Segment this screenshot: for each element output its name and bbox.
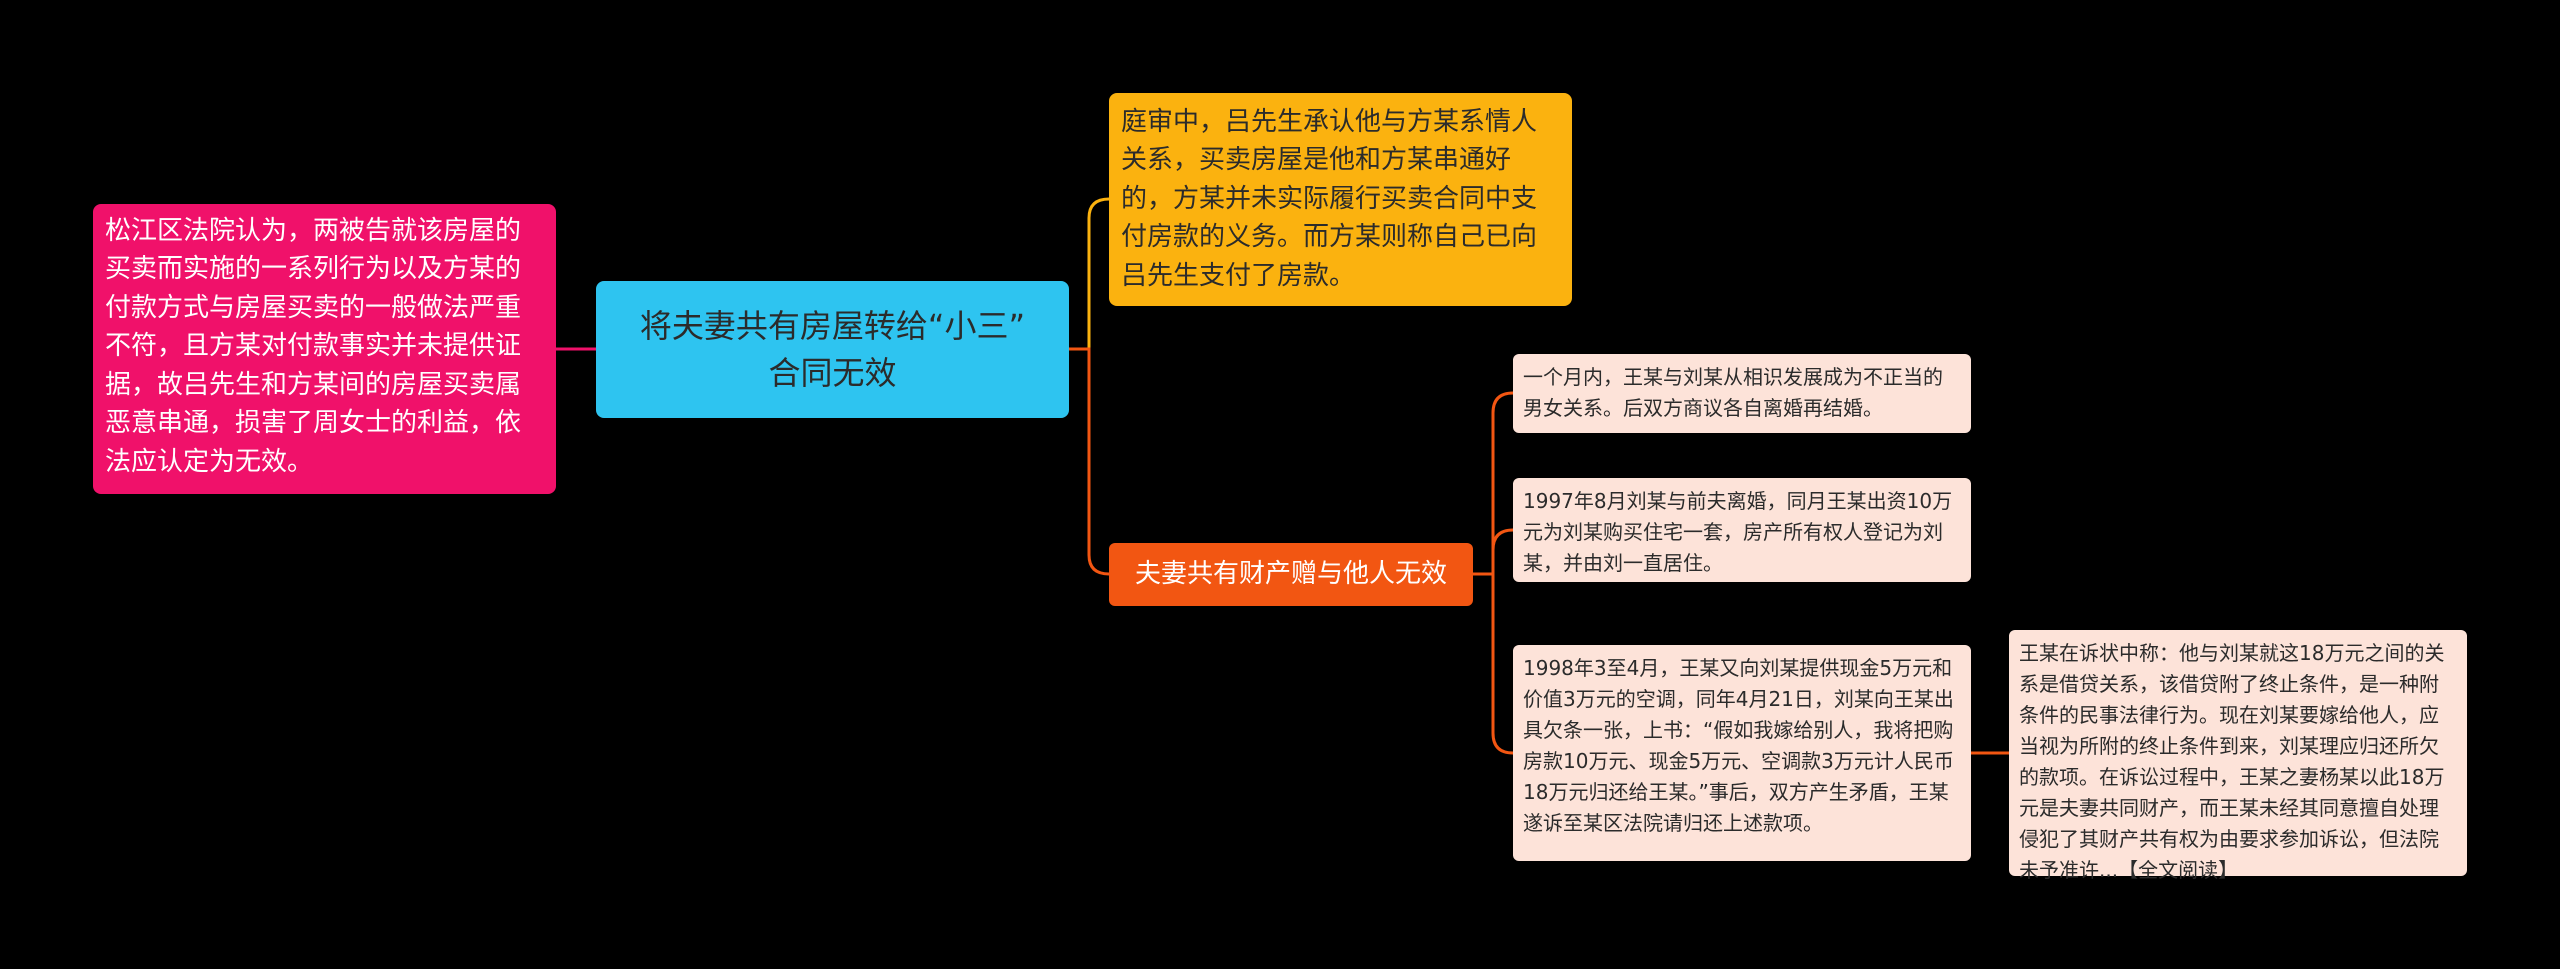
subtopic-text: 一个月内，王某与刘某从相识发展成为不正当的男女关系。后双方商议各自离婚再结婚。: [1523, 365, 1943, 420]
root-topic[interactable]: 将夫妻共有房屋转给“小三” 合同无效: [596, 281, 1069, 418]
topic-joint-property-gift[interactable]: 夫妻共有财产赠与他人无效: [1109, 543, 1473, 606]
left-topic-court-ruling[interactable]: 松江区法院认为，两被告就该房屋的买卖而实施的一系列行为以及方某的付款方式与房屋买…: [93, 204, 556, 494]
root-topic-title: 将夫妻共有房屋转给“小三” 合同无效: [639, 307, 1026, 392]
subtopic-iou-lawsuit[interactable]: 1998年3至4月，王某又向刘某提供现金5万元和价值3万元的空调，同年4月21日…: [1513, 645, 1971, 861]
topic-joint-property-gift-label: 夫妻共有财产赠与他人无效: [1134, 559, 1447, 589]
subtopic-relationship[interactable]: 一个月内，王某与刘某从相识发展成为不正当的男女关系。后双方商议各自离婚再结婚。: [1513, 354, 1971, 433]
subtopic-text: 1998年3至4月，王某又向刘某提供现金5万元和价值3万元的空调，同年4月21日…: [1523, 656, 1954, 835]
left-topic-text: 松江区法院认为，两被告就该房屋的买卖而实施的一系列行为以及方某的付款方式与房屋买…: [105, 216, 522, 477]
subtopic-text: 王某在诉状中称：他与刘某就这18万元之间的关系是借贷关系，该借贷附了终止条件，是…: [2019, 641, 2445, 882]
topic-trial-statement-text: 庭审中，吕先生承认他与方某系情人关系，买卖房屋是他和方某串通好的，方某并未实际履…: [1121, 107, 1538, 291]
topic-trial-statement[interactable]: 庭审中，吕先生承认他与方某系情人关系，买卖房屋是他和方某串通好的，方某并未实际履…: [1109, 93, 1572, 306]
subtopic-text: 1997年8月刘某与前夫离婚，同月王某出资10万元为刘某购买住宅一套，房产所有权…: [1523, 489, 1953, 575]
connector-root-to-branch: [1069, 347, 1110, 576]
connector-root-to-court: [1069, 197, 1110, 351]
connector-branch-to-leaf3: [1473, 572, 1514, 755]
subtopic-house-purchase[interactable]: 1997年8月刘某与前夫离婚，同月王某出资10万元为刘某购买住宅一套，房产所有权…: [1513, 478, 1971, 582]
connector-branch-to-leaf1: [1473, 391, 1514, 576]
connector-branch-to-leaf2: [1473, 528, 1514, 576]
subtopic-complaint-claim[interactable]: 王某在诉状中称：他与刘某就这18万元之间的关系是借贷关系，该借贷附了终止条件，是…: [2009, 630, 2467, 882]
